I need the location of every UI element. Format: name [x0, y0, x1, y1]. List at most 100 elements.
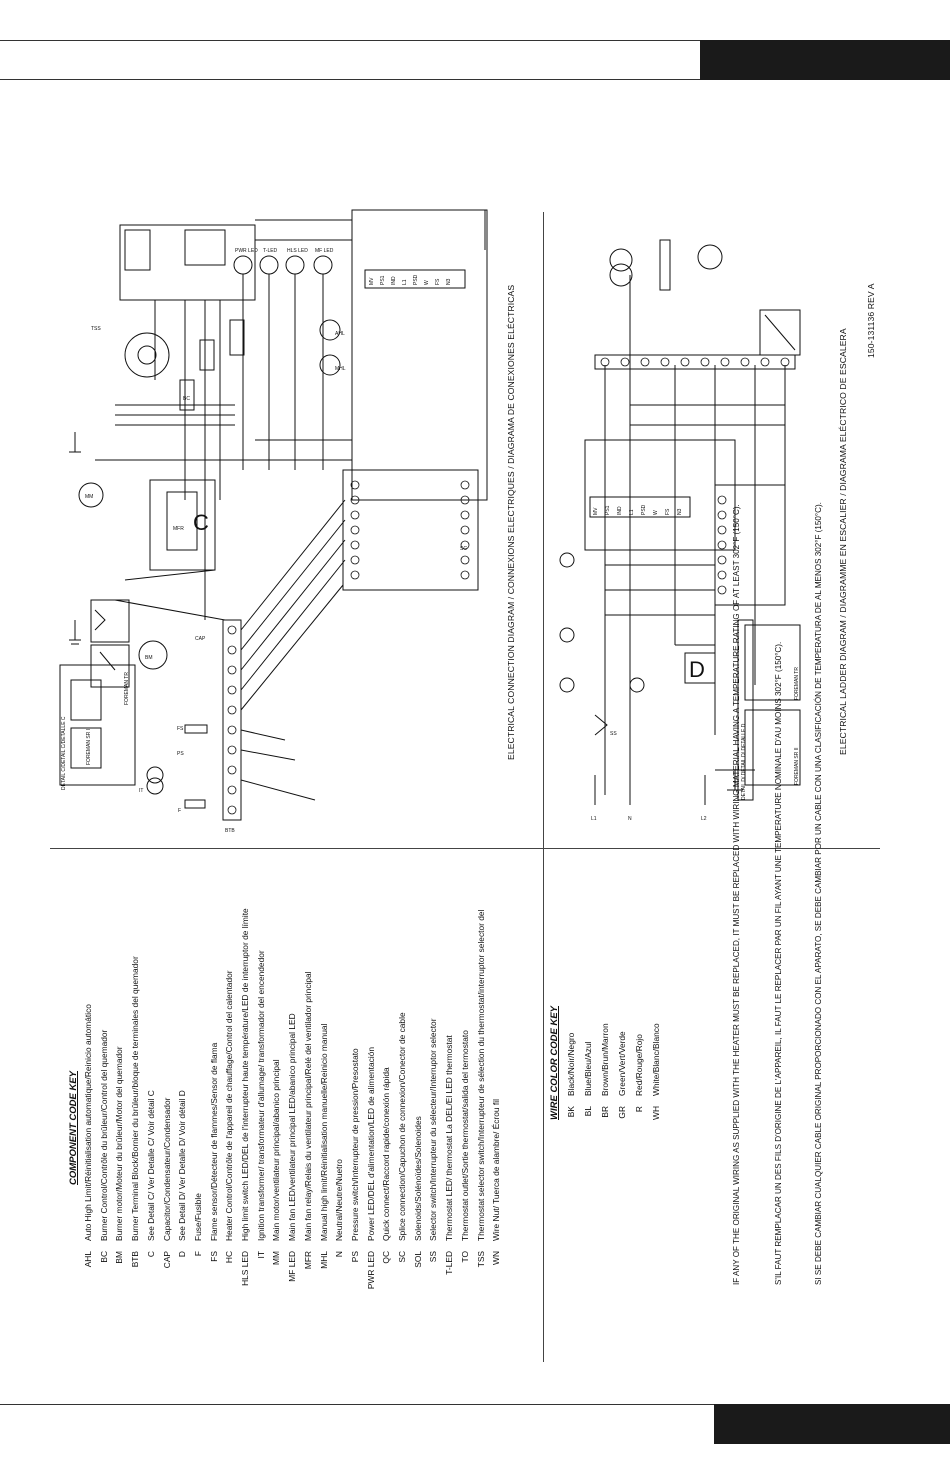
component-key-code: CAP — [161, 1251, 172, 1269]
upper-module — [119, 224, 256, 301]
terminal-pin-label: PSD — [413, 274, 419, 285]
ladder-top-terminal-row — [594, 354, 796, 370]
pwr-led-label: PWR LED — [235, 248, 258, 254]
ladder-ss-label: SS — [610, 731, 617, 737]
component-key-code: MHL — [318, 1251, 329, 1269]
ahl-block — [90, 599, 130, 643]
component-key-code: N — [334, 1251, 345, 1258]
detail-c-box — [59, 664, 136, 786]
wire-key-description: Red/Rouge/Rojo — [634, 1034, 644, 1096]
component-key-description: Burner motor/Moteur du brûleur/Motor del… — [114, 1046, 125, 1241]
cap-label: CAP — [195, 636, 206, 642]
terminal-pin-label: FS — [435, 278, 441, 285]
component-key-description: See Detail D/ Ver Detalle D/ Voir détail… — [177, 1090, 188, 1241]
component-key-code: D — [177, 1251, 188, 1258]
connection-diagram-caption: ELECTRICAL CONNECTION DIAGRAM / CONNEXIO… — [506, 284, 516, 760]
ladder-sol — [759, 309, 801, 356]
component-key-description: Thermostat LED/ thermostat La DEL/El LED… — [444, 1035, 455, 1241]
terminal-pin-label: PS1 — [380, 275, 386, 285]
t-led-label: T-LED — [263, 248, 278, 254]
component-key-code: PWR LED — [365, 1251, 376, 1290]
sc-label: SC — [460, 546, 467, 552]
component-key-code: QC — [381, 1251, 392, 1264]
component-key-code: TSS — [475, 1251, 486, 1268]
component-key-code: PS — [349, 1251, 360, 1263]
component-key-description: Splice connection/Capuchon de connexion/… — [397, 1012, 407, 1241]
terminal-pin-label: W — [653, 510, 659, 515]
component-key-code: IT — [255, 1251, 266, 1259]
terminal-pin-label: L1 — [402, 279, 408, 285]
section-divider-horizontal — [50, 848, 880, 849]
wire-key-code: BL — [583, 1106, 593, 1117]
section-divider-vertical — [543, 212, 544, 1362]
fuse — [184, 799, 206, 809]
it-transformer — [146, 766, 164, 784]
mf-led — [313, 255, 333, 275]
wire-key-description: Green/Vert/Verde — [617, 1031, 627, 1096]
component-key-code: T-LED — [444, 1251, 455, 1275]
wire-key-description: White/Blanc/Blanco — [651, 1023, 661, 1096]
pressure-switch — [124, 332, 170, 378]
pwr-led — [233, 255, 253, 275]
heater-control-board — [351, 209, 488, 501]
thermostat-terminal-strip — [342, 469, 479, 591]
component-key-code: SOL — [412, 1251, 423, 1268]
footer-tab-block — [714, 1404, 950, 1444]
component-key-description: Ignition transformer/ transformateur d'a… — [255, 950, 266, 1241]
wiring-notes: IF ANY OF THE ORIGINAL WIRING AS SUPPLIE… — [732, 502, 852, 1285]
terminal-pin-label: N3 — [677, 508, 683, 515]
ps-label: PS — [177, 751, 184, 757]
bm-motor — [138, 640, 168, 670]
f-label: F — [178, 808, 181, 814]
mf-led-label: MF LED — [315, 248, 334, 254]
component-key-description: Main fan LED/ventilateur principal LED/a… — [287, 1013, 298, 1241]
terminal-pin-label: IND — [391, 276, 397, 285]
component-key-code: SC — [397, 1251, 407, 1263]
btb-terminal-block — [222, 619, 242, 821]
header-rule-lower — [0, 79, 700, 80]
ladder-foreman-sr-label: FOREMAN SR II — [794, 747, 800, 785]
component-key-description: Burner Control/Contrôle du brûleur/Contr… — [98, 1029, 109, 1241]
detail-d-marker-box — [684, 652, 716, 684]
ladder-thermostat-strip — [714, 484, 786, 606]
component-key-title: COMPONENT CODE KEY — [68, 1070, 79, 1185]
component-key-description: Auto High Limit/Réinitialisation automat… — [83, 1004, 93, 1241]
component-key-description: Thermostat outlet/Sortie thermostat/sali… — [459, 1030, 470, 1241]
ladder-detail-d-marker: D — [689, 657, 705, 682]
terminal-pin-label: L1 — [629, 509, 635, 515]
component-key-code: SS — [428, 1251, 439, 1263]
mm-label: MM — [85, 494, 93, 500]
component-key-description: Manual high limit/Réinitialisation manue… — [318, 1023, 329, 1241]
connection-diagram: DETAIL C/DETAIL C/DETALLE C FOREMAN SR I… — [59, 209, 488, 834]
ladder-fuse — [659, 239, 671, 291]
header-tab-block — [700, 40, 950, 80]
ladder-ss-switch — [594, 714, 608, 736]
header-rule — [0, 40, 950, 41]
note-spanish: SI SE DEBE CAMBIAR CUALQUIER CABLE ORIGI… — [814, 502, 823, 1285]
terminal-pin-label: FS — [665, 508, 671, 515]
mhl-block — [90, 644, 130, 688]
ladder-mf-led — [629, 677, 645, 693]
ladder-pwr-led — [559, 552, 575, 568]
ladder-l2-label: L2 — [701, 816, 707, 822]
terminal-pin-label: PS1 — [605, 505, 611, 515]
component-key-description: Fuse/Fusible — [192, 1193, 203, 1241]
component-key-code: HLS LED — [240, 1251, 250, 1286]
wire-key-description: Brown/Brun/Marron — [600, 1023, 610, 1096]
bc-block — [179, 379, 195, 411]
foreman-sr-label: FOREMAN SR II — [86, 727, 92, 765]
component-key-code: BTB — [130, 1251, 141, 1268]
mhl-motor — [319, 354, 341, 376]
component-key-code: C — [145, 1251, 156, 1258]
ladder-foreman-tr-label: FOREMAN TR — [794, 667, 800, 700]
ahl-motor — [319, 319, 341, 341]
terminal-pin-label: MV — [593, 507, 599, 515]
footer-rule — [0, 1404, 950, 1405]
wire-key-description: Blue/Bleu/Azul — [583, 1041, 593, 1096]
component-key-code: WN — [491, 1251, 502, 1265]
component-key-description: See Detail C/ Ver Detalle C/ Voir détail… — [145, 1090, 156, 1241]
ladder-diagram: DETAIL D/ DETAIL D/ DETALLE D FOREMAN SR… — [559, 239, 801, 822]
component-key-description: High limit switch LED/DEL de l'interrupt… — [240, 908, 250, 1241]
